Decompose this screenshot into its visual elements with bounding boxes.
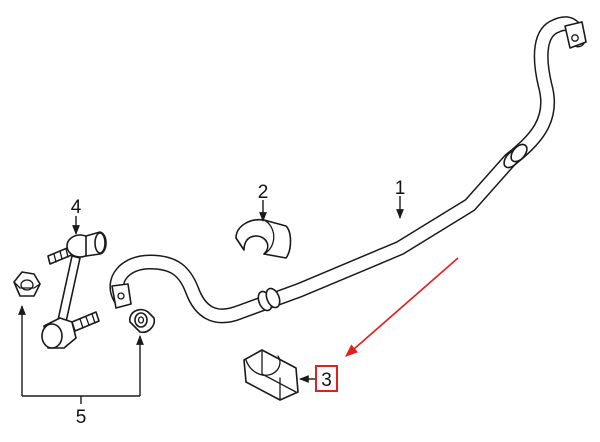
link-nut-right [129, 308, 156, 334]
link-upper-joint [66, 231, 107, 258]
stabilizer-link [41, 231, 107, 349]
stabilizer-bushing-upper [235, 218, 292, 259]
bar-right-end [564, 21, 587, 49]
bar-collar-right [503, 143, 528, 169]
leader-5-bracket [22, 395, 140, 404]
callout-1: 1 [395, 178, 406, 199]
link-nut-left [13, 271, 41, 297]
callout-2: 2 [258, 182, 269, 203]
highlight-box [315, 365, 338, 392]
link-lower-joint [41, 317, 77, 349]
stabilizer-bushing-lower [243, 349, 299, 401]
highlight-annotation [315, 257, 459, 392]
stabilizer-bar [109, 16, 587, 324]
callout-3: 3 [321, 370, 332, 391]
link-lower-stud [71, 311, 100, 332]
callout-4: 4 [71, 197, 82, 218]
highlight-arrow [345, 257, 459, 357]
callout-5: 5 [76, 407, 87, 428]
bar-collar-left [257, 287, 281, 312]
bar-left-end [111, 283, 132, 309]
leader-lines [18, 196, 404, 404]
link-rod [57, 255, 81, 323]
